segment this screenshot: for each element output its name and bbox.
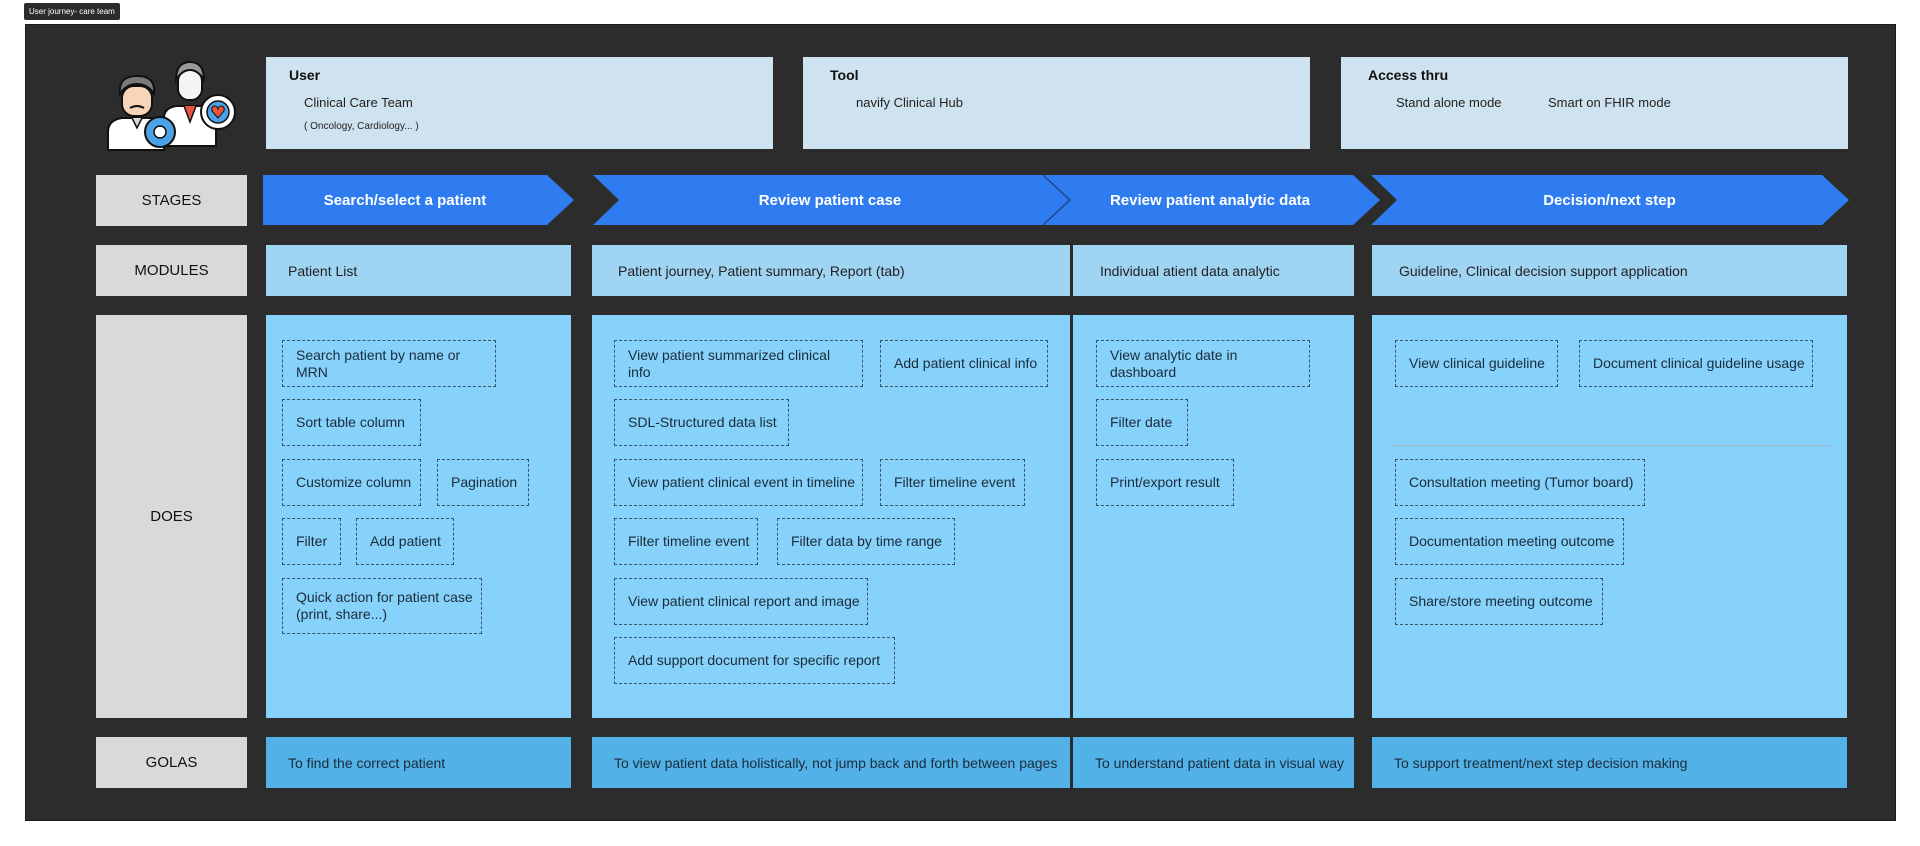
action-sdl-list[interactable]: SDL-Structured data list bbox=[614, 399, 789, 446]
does-panel-search bbox=[266, 315, 571, 718]
stage-label-decision: Decision/next step bbox=[1543, 191, 1676, 209]
module-guideline: Guideline, Clinical decision support app… bbox=[1372, 245, 1847, 296]
access-mode-fhir: Smart on FHIR mode bbox=[1548, 95, 1671, 110]
module-patient-list: Patient List bbox=[266, 245, 571, 296]
action-add-patient[interactable]: Add patient bbox=[356, 518, 454, 565]
care-team-avatar-icon bbox=[107, 60, 236, 151]
frame-label[interactable]: User journey- care team bbox=[24, 3, 120, 20]
stage-arrow-decision bbox=[1371, 175, 1849, 225]
does-panel-review bbox=[592, 315, 1070, 718]
does-panel-analytic bbox=[1073, 315, 1354, 718]
action-share-outcome[interactable]: Share/store meeting outcome bbox=[1395, 578, 1603, 625]
stage-arrow-analytic bbox=[1043, 175, 1380, 225]
action-add-support-document[interactable]: Add support document for specific report bbox=[614, 637, 895, 684]
action-filter-date[interactable]: Filter date bbox=[1096, 399, 1188, 446]
module-patient-journey: Patient journey, Patient summary, Report… bbox=[592, 245, 1070, 296]
stage-arrows bbox=[263, 174, 1849, 226]
action-documentation-outcome[interactable]: Documentation meeting outcome bbox=[1395, 518, 1624, 565]
stage-label-review: Review patient case bbox=[758, 191, 902, 209]
action-view-summary[interactable]: View patient summarized clinical info bbox=[614, 340, 863, 387]
action-quick-action[interactable]: Quick action for patient case (print, sh… bbox=[282, 578, 482, 634]
stage-arrow-search bbox=[263, 175, 574, 225]
action-filter-timeline-event-2[interactable]: Filter timeline event bbox=[614, 518, 758, 565]
action-view-dashboard[interactable]: View analytic date in dashboard bbox=[1096, 340, 1310, 387]
user-card-value: Clinical Care Team bbox=[304, 95, 413, 110]
stage-arrow-review bbox=[593, 175, 1070, 225]
goal-review: To view patient data holistically, not j… bbox=[592, 737, 1070, 788]
action-filter[interactable]: Filter bbox=[282, 518, 341, 565]
stage-label-analytic: Review patient analytic data bbox=[1109, 191, 1311, 209]
access-card-title: Access thru bbox=[1368, 67, 1449, 83]
action-sort-column[interactable]: Sort table column bbox=[282, 399, 421, 446]
access-mode-standalone: Stand alone mode bbox=[1396, 95, 1502, 110]
tool-card bbox=[803, 57, 1310, 149]
goal-decision: To support treatment/next step decision … bbox=[1372, 737, 1847, 788]
stage-label-search: Search/select a patient bbox=[323, 191, 487, 209]
row-label-stages: STAGES bbox=[96, 175, 247, 226]
goal-search: To find the correct patient bbox=[266, 737, 571, 788]
action-view-guideline[interactable]: View clinical guideline bbox=[1395, 340, 1558, 387]
action-filter-time-range[interactable]: Filter data by time range bbox=[777, 518, 955, 565]
action-document-guideline[interactable]: Document clinical guideline usage bbox=[1579, 340, 1813, 387]
module-analytic: Individual atient data analytic bbox=[1073, 245, 1354, 296]
row-label-does: DOES bbox=[96, 315, 247, 718]
action-search-patient[interactable]: Search patient by name or MRN bbox=[282, 340, 496, 387]
action-view-timeline[interactable]: View patient clinical event in timeline bbox=[614, 459, 863, 506]
user-card-note: ( Oncology, Cardiology... ) bbox=[304, 121, 419, 132]
action-customize-column[interactable]: Customize column bbox=[282, 459, 421, 506]
action-consultation-meeting[interactable]: Consultation meeting (Tumor board) bbox=[1395, 459, 1645, 506]
user-card-title: User bbox=[289, 67, 321, 83]
row-label-modules: MODULES bbox=[96, 245, 247, 296]
action-print-export[interactable]: Print/export result bbox=[1096, 459, 1234, 506]
does-panel-decision bbox=[1372, 315, 1847, 718]
row-label-goals: GOLAS bbox=[96, 737, 247, 788]
access-card bbox=[1341, 57, 1848, 149]
decision-divider bbox=[1392, 445, 1833, 446]
tool-card-title: Tool bbox=[830, 67, 859, 83]
action-add-clinical-info[interactable]: Add patient clinical info bbox=[880, 340, 1048, 387]
action-pagination[interactable]: Pagination bbox=[437, 459, 529, 506]
action-view-report[interactable]: View patient clinical report and image bbox=[614, 578, 868, 625]
goal-analytic: To understand patient data in visual way bbox=[1073, 737, 1354, 788]
action-filter-timeline-event[interactable]: Filter timeline event bbox=[880, 459, 1025, 506]
user-card bbox=[266, 57, 773, 149]
tool-card-value: navify Clinical Hub bbox=[856, 95, 963, 110]
